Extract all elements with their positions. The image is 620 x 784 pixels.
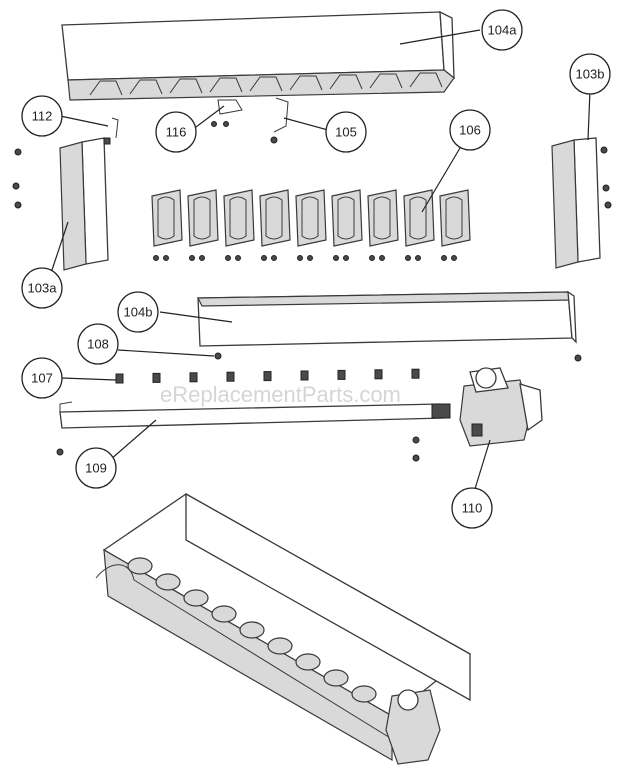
callout-110: 110 <box>451 487 493 529</box>
part-106-burners <box>151 189 471 261</box>
callout-116: 116 <box>155 111 197 153</box>
callout-112-label: 112 <box>32 109 53 124</box>
assembly-burner-1 <box>127 557 153 575</box>
callout-108: 108 <box>77 323 119 365</box>
assembly-burner-5 <box>239 621 265 639</box>
burner-3 <box>223 189 255 261</box>
assembly-burner-2 <box>155 573 181 591</box>
burner-9 <box>439 189 471 261</box>
part-112-sensor <box>103 117 119 145</box>
part-103b-right-panel <box>551 137 612 269</box>
part-110-gas-valve <box>459 367 543 447</box>
part-105-igniter <box>270 97 289 144</box>
callout-103a-label: 103a <box>28 281 58 296</box>
callout-107-label: 107 <box>31 371 53 386</box>
assembled-burner-assembly <box>95 492 472 765</box>
burner-4 <box>259 189 291 261</box>
callout-116-label: 116 <box>166 125 187 140</box>
orifice-9 <box>411 368 420 379</box>
callout-107: 107 <box>21 357 63 399</box>
callout-105: 105 <box>325 111 367 153</box>
callout-108-label: 108 <box>87 337 109 352</box>
callout-103a: 103a <box>21 267 63 309</box>
callout-104a-label: 104a <box>488 23 518 38</box>
callout-112: 112 <box>21 95 63 137</box>
burner-8 <box>403 189 435 261</box>
burner-1 <box>151 189 183 261</box>
callout-104a: 104a <box>481 9 523 51</box>
orifice-5 <box>263 371 272 382</box>
orifice-7 <box>337 369 346 380</box>
part-104b-lower-shield <box>197 290 582 362</box>
burner-7 <box>367 189 399 261</box>
callout-109-label: 109 <box>85 461 107 476</box>
assembly-burner-8 <box>323 669 349 687</box>
callout-110-label: 110 <box>462 501 483 516</box>
callout-106: 106 <box>449 109 491 151</box>
part-107-orifices <box>115 368 420 384</box>
assembly-burner-3 <box>183 589 209 607</box>
orifice-8 <box>374 369 383 380</box>
watermark: eReplacementParts.com <box>160 382 401 407</box>
part-116-bracket <box>211 99 243 127</box>
assembled-burners <box>127 557 377 703</box>
callout-106-label: 106 <box>459 123 481 138</box>
assembly-burner-6 <box>267 637 293 655</box>
callout-109: 109 <box>75 447 117 489</box>
burner-2 <box>187 189 219 261</box>
burner-5 <box>295 189 327 261</box>
callout-104b-label: 104b <box>124 305 153 320</box>
orifice-1 <box>115 373 124 384</box>
callout-103b-label: 103b <box>576 67 605 82</box>
orifice-6 <box>300 370 309 381</box>
assembly-burner-4 <box>211 605 237 623</box>
part-103a-left-panel <box>12 137 109 271</box>
callout-104b: 104b <box>117 291 159 333</box>
leader-lines <box>47 29 591 493</box>
burner-6 <box>331 189 363 261</box>
assembly-burner-7 <box>295 653 321 671</box>
orifice-2 <box>152 372 161 383</box>
part-108-screw <box>214 352 222 360</box>
callout-105-label: 105 <box>335 125 357 140</box>
orifice-3 <box>189 372 198 383</box>
orifice-4 <box>226 371 235 382</box>
part-104a-top-shield <box>61 10 455 101</box>
assembly-burner-9 <box>351 685 377 703</box>
part-109-manifold <box>56 401 451 462</box>
callout-103b: 103b <box>569 53 611 95</box>
